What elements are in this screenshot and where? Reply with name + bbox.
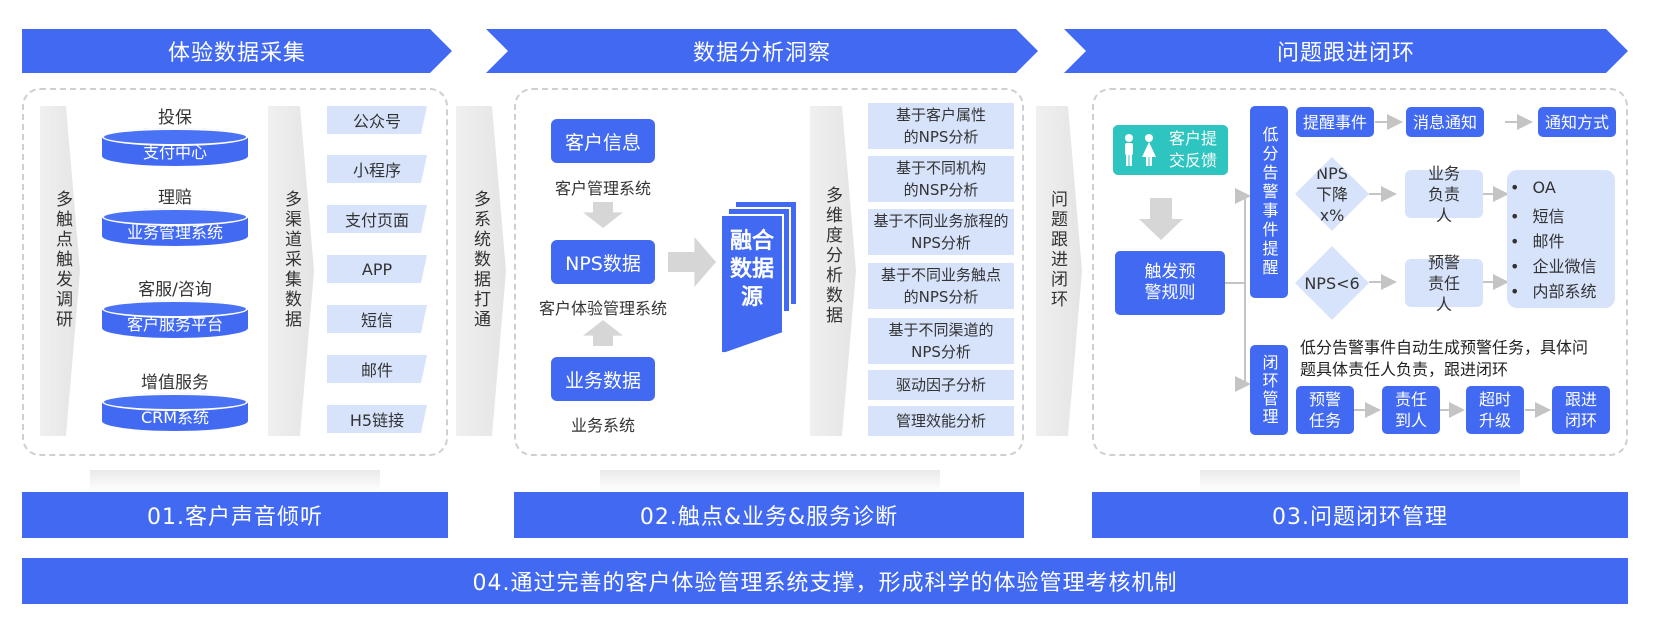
notify-channel-0: • OA xyxy=(1510,178,1556,197)
footer-customer-voice: 01.客户声音倾听 xyxy=(22,492,448,538)
notify-channel-1: • 短信 xyxy=(1510,207,1565,226)
caption-business-system: 业务系统 xyxy=(570,416,635,435)
connector-lines xyxy=(1225,114,1551,418)
trigger-rule-box: 触发预警规则 xyxy=(1115,251,1225,315)
label-multi-channel: 多渠道采集数据 xyxy=(281,190,301,330)
footer-closed-loop: 03.问题闭环管理 xyxy=(1092,492,1628,538)
channel-1: 小程序 xyxy=(327,155,427,183)
box-business-data: 业务数据 xyxy=(551,357,655,401)
source-label-0: 投保 xyxy=(158,108,192,128)
step-escalate: 超时升级 xyxy=(1466,386,1524,434)
box-customer-info: 客户信息 xyxy=(551,119,655,163)
shade-middle xyxy=(600,470,940,492)
flow-remind-event: 提醒事件 xyxy=(1296,107,1374,137)
channel-5: 邮件 xyxy=(327,355,427,383)
step-follow-up: 跟进闭环 xyxy=(1552,386,1610,434)
panel-left xyxy=(22,88,448,456)
label-multi-dimension: 多维度分析数据 xyxy=(822,186,842,326)
people-icon xyxy=(1125,134,1156,166)
analysis-2: 基于不同业务旅程的NPS分析 xyxy=(868,209,1014,255)
channel-4: 短信 xyxy=(327,305,427,333)
db-cylinder-0: 支付中心 xyxy=(102,128,248,166)
fusion-label: 融合数据源 xyxy=(729,229,774,310)
owner-business: 业务负责人 xyxy=(1405,164,1483,225)
analysis-1: 基于不同机构的NSP分析 xyxy=(868,156,1014,202)
db-cylinder-3: CRM系统 xyxy=(102,393,248,431)
step-assign: 责任到人 xyxy=(1382,386,1440,434)
footer-diagnosis: 02.触点&业务&服务诊断 xyxy=(514,492,1024,538)
shade-left xyxy=(90,470,380,492)
fusion-data-source: 融合数据源 xyxy=(720,214,784,354)
panel-middle xyxy=(514,88,1024,456)
analysis-6: 管理效能分析 xyxy=(868,406,1014,436)
source-label-1: 理赔 xyxy=(158,188,192,208)
caption-customer-mgmt: 客户管理系统 xyxy=(554,179,651,198)
shade-right xyxy=(1200,470,1520,492)
box-nps-data: NPS数据 xyxy=(551,240,655,284)
channel-3: APP xyxy=(327,255,427,283)
closed-loop-description: 低分告警事件自动生成预警任务，具体问题具体责任人负责，跟进闭环 xyxy=(1300,338,1589,379)
label-system-integration: 多系统数据打通 xyxy=(470,190,490,330)
channel-0: 公众号 xyxy=(327,106,427,134)
analysis-5: 驱动因子分析 xyxy=(868,370,1014,400)
source-label-3: 增值服务 xyxy=(141,373,209,393)
label-followup: 问题跟进闭环 xyxy=(1047,190,1067,310)
db-cylinder-1: 业务管理系统 xyxy=(102,208,248,246)
analysis-4: 基于不同渠道的NPS分析 xyxy=(868,318,1014,364)
closed-loop-column: 闭环管理 xyxy=(1250,345,1288,435)
db-cylinder-2: 客户服务平台 xyxy=(102,300,248,338)
notify-channel-3: • 企业微信 xyxy=(1510,257,1597,276)
label-multi-touch: 多触点触发调研 xyxy=(52,190,72,330)
panel-right xyxy=(1092,88,1628,456)
notify-channel-2: • 邮件 xyxy=(1510,232,1565,251)
alert-event-column: 低分告警事件提醒 xyxy=(1250,106,1288,298)
header-data-collection: 体验数据采集 xyxy=(22,29,452,73)
channel-6: H5链接 xyxy=(327,405,427,433)
source-label-2: 客服/咨询 xyxy=(138,280,212,300)
analysis-0: 基于客户属性的NPS分析 xyxy=(868,103,1014,149)
bottom-banner: 04.通过完善的客户体验管理系统支撑，形成科学的体验管理考核机制 xyxy=(22,558,1628,604)
flow-notify-method: 通知方式 xyxy=(1538,107,1616,137)
flow-message-notify: 消息通知 xyxy=(1406,107,1484,137)
header-data-analysis: 数据分析洞察 xyxy=(486,29,1038,73)
notify-channels-box xyxy=(1507,170,1615,308)
step-alert-task: 预警任务 xyxy=(1296,386,1354,434)
notify-channel-4: • 内部系统 xyxy=(1510,282,1597,301)
analysis-3: 基于不同业务触点的NPS分析 xyxy=(868,263,1014,309)
customer-feedback-box: 客户提交反馈 xyxy=(1113,125,1228,175)
caption-cx-system: 客户体验管理系统 xyxy=(538,299,667,318)
channel-2: 支付页面 xyxy=(327,205,427,233)
owner-alert: 预警责任人 xyxy=(1405,253,1483,314)
header-closed-loop: 问题跟进闭环 xyxy=(1064,29,1628,73)
feedback-label: 客户提交反馈 xyxy=(1168,129,1217,170)
